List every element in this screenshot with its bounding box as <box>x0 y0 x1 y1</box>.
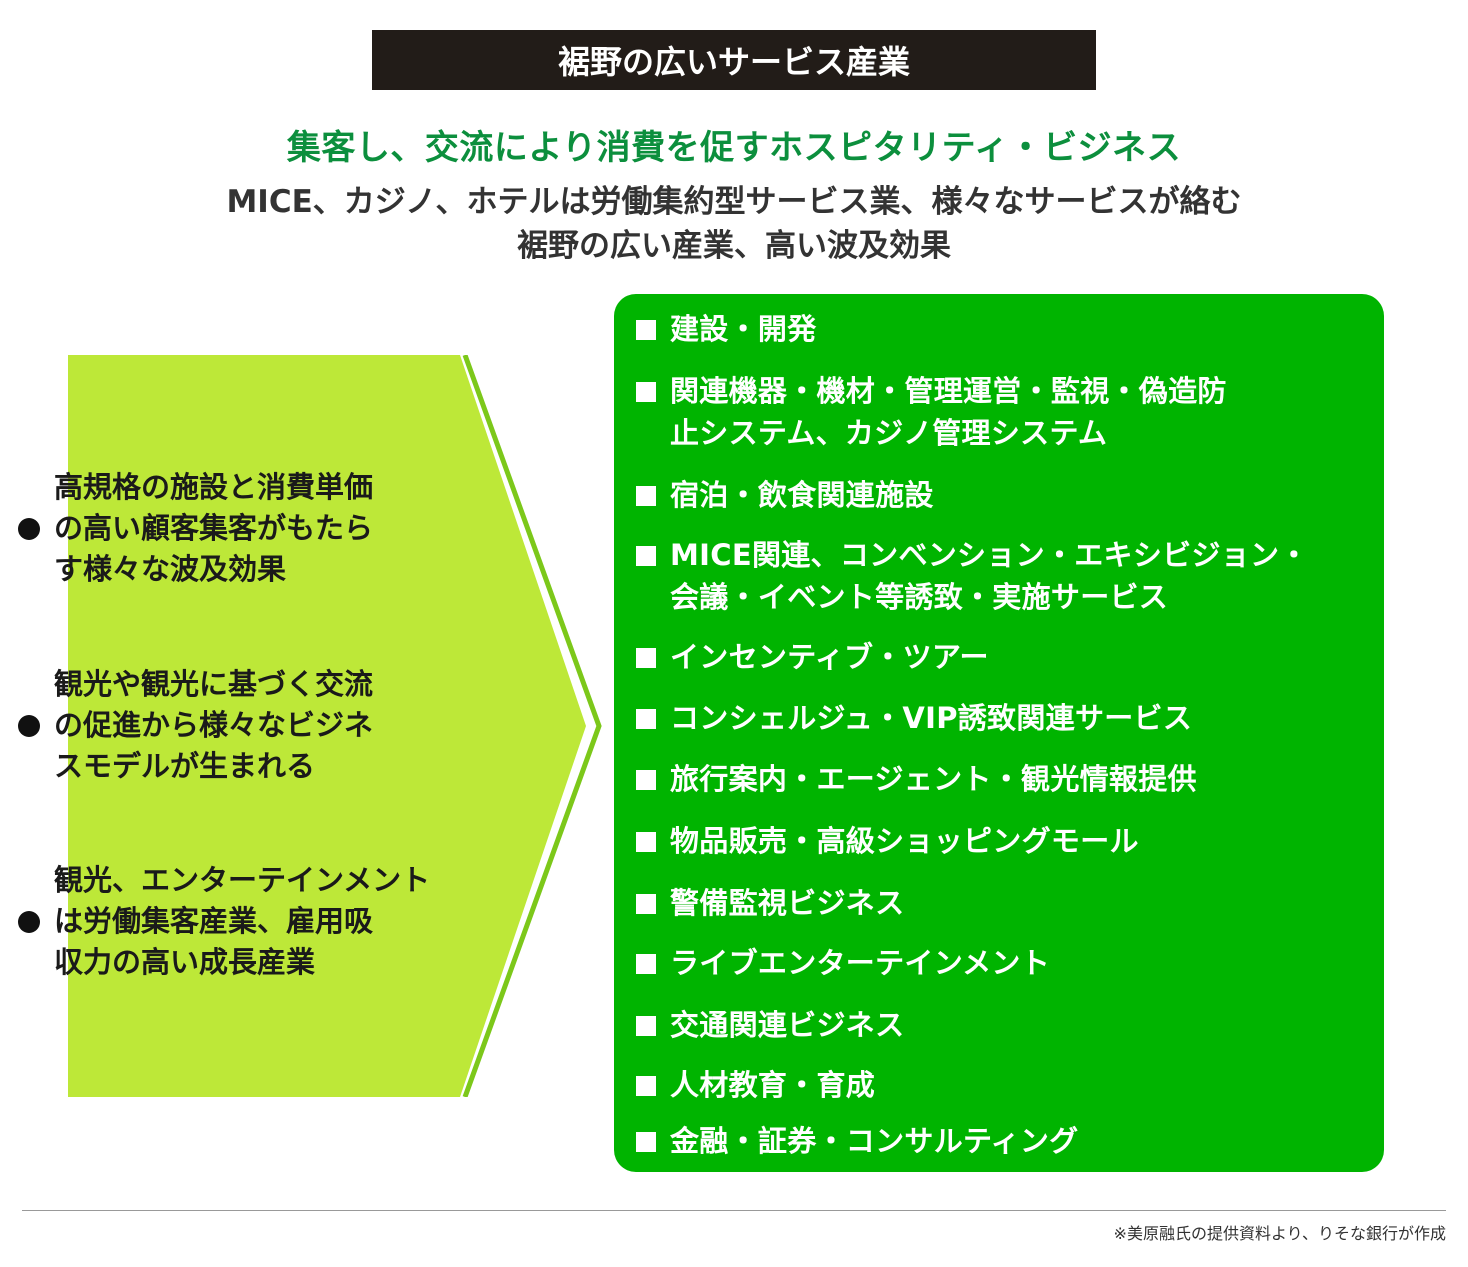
square-bullet-icon <box>636 546 656 566</box>
square-bullet-icon <box>636 894 656 914</box>
industry-item-text: コンシェルジュ・VIP誘致関連サービス <box>670 701 1193 735</box>
left-point-text: 観光や観光に基づく交流 の促進から様々なビジネ スモデルが生まれる <box>54 667 374 783</box>
footer-divider <box>22 1210 1446 1211</box>
industry-item-text: 宿泊・飲食関連施設 <box>670 478 934 512</box>
left-arrow-panel <box>68 355 608 1097</box>
left-point-text: 高規格の施設と消費単価 の高い顧客集客がもたら す様々な波及効果 <box>54 470 374 586</box>
title-banner: 裾野の広いサービス産業 <box>372 30 1096 90</box>
bullet-icon <box>18 517 40 540</box>
industry-item-text: 物品販売・高級ショッピングモール <box>670 824 1139 858</box>
industry-item-text: 旅行案内・エージェント・観光情報提供 <box>670 762 1197 796</box>
square-bullet-icon <box>636 1076 656 1096</box>
industry-item-text: MICE関連、コンベンション・エキシビジョン・ 会議・イベント等誘致・実施サービ… <box>670 538 1309 614</box>
left-point-1: 高規格の施設と消費単価 の高い顧客集客がもたら す様々な波及効果 <box>18 467 458 590</box>
source-note: ※美原融氏の提供資料より、りそな銀行が作成 <box>1113 1224 1446 1243</box>
industry-item: 人材教育・育成 <box>636 1064 1376 1106</box>
square-bullet-icon <box>636 486 656 506</box>
square-bullet-icon <box>636 320 656 340</box>
square-bullet-icon <box>636 1016 656 1036</box>
industry-item: 旅行案内・エージェント・観光情報提供 <box>636 758 1376 800</box>
arrow-outline <box>462 355 602 1097</box>
industry-item-text: ライブエンターテインメント <box>670 946 1051 980</box>
industry-item-text: インセンティブ・ツアー <box>670 640 989 674</box>
bullet-icon <box>18 910 40 933</box>
industry-item: MICE関連、コンベンション・エキシビジョン・ 会議・イベント等誘致・実施サービ… <box>636 534 1376 618</box>
industry-item-text: 金融・証券・コンサルティング <box>670 1124 1079 1158</box>
description-line-2: 裾野の広い産業、高い波及効果 <box>517 228 951 264</box>
page-title: 裾野の広いサービス産業 <box>557 43 910 81</box>
left-point-3: 観光、エンターテインメント は労働集客産業、雇用吸 収力の高い成長産業 <box>18 860 458 983</box>
industry-item: コンシェルジュ・VIP誘致関連サービス <box>636 697 1376 739</box>
square-bullet-icon <box>636 709 656 729</box>
industry-item: 金融・証券・コンサルティング <box>636 1120 1376 1162</box>
square-bullet-icon <box>636 1132 656 1152</box>
industry-item-text: 人材教育・育成 <box>670 1068 876 1102</box>
square-bullet-icon <box>636 648 656 668</box>
square-bullet-icon <box>636 832 656 852</box>
industry-item-text: 建設・開発 <box>670 312 817 346</box>
left-point-2: 観光や観光に基づく交流 の促進から様々なビジネ スモデルが生まれる <box>18 664 458 787</box>
subtitle: 集客し、交流により消費を促すホスピタリティ・ビジネス <box>286 128 1182 168</box>
industry-item: 関連機器・機材・管理運営・監視・偽造防 止システム、カジノ管理システム <box>636 370 1376 454</box>
industry-item: 建設・開発 <box>636 308 1376 350</box>
square-bullet-icon <box>636 770 656 790</box>
industry-item-text: 関連機器・機材・管理運営・監視・偽造防 止システム、カジノ管理システム <box>670 374 1227 450</box>
bullet-icon <box>18 714 40 737</box>
square-bullet-icon <box>636 954 656 974</box>
industry-item: インセンティブ・ツアー <box>636 636 1376 678</box>
industry-item: 物品販売・高級ショッピングモール <box>636 820 1376 862</box>
arrow-shape <box>68 355 602 1097</box>
industry-list-panel: 建設・開発 関連機器・機材・管理運営・監視・偽造防 止システム、カジノ管理システ… <box>614 294 1384 1172</box>
industry-item: 交通関連ビジネス <box>636 1004 1376 1046</box>
square-bullet-icon <box>636 382 656 402</box>
industry-item-text: 交通関連ビジネス <box>670 1008 905 1042</box>
left-point-text: 観光、エンターテインメント は労働集客産業、雇用吸 収力の高い成長産業 <box>54 863 431 979</box>
industry-item: 宿泊・飲食関連施設 <box>636 474 1376 516</box>
industry-item: 警備監視ビジネス <box>636 882 1376 924</box>
description-line-1: MICE、カジノ、ホテルは労働集約型サービス業、様々なサービスが絡む <box>226 184 1242 220</box>
industry-item-text: 警備監視ビジネス <box>670 886 905 920</box>
industry-item: ライブエンターテインメント <box>636 942 1376 984</box>
arrow-body <box>68 355 586 1097</box>
